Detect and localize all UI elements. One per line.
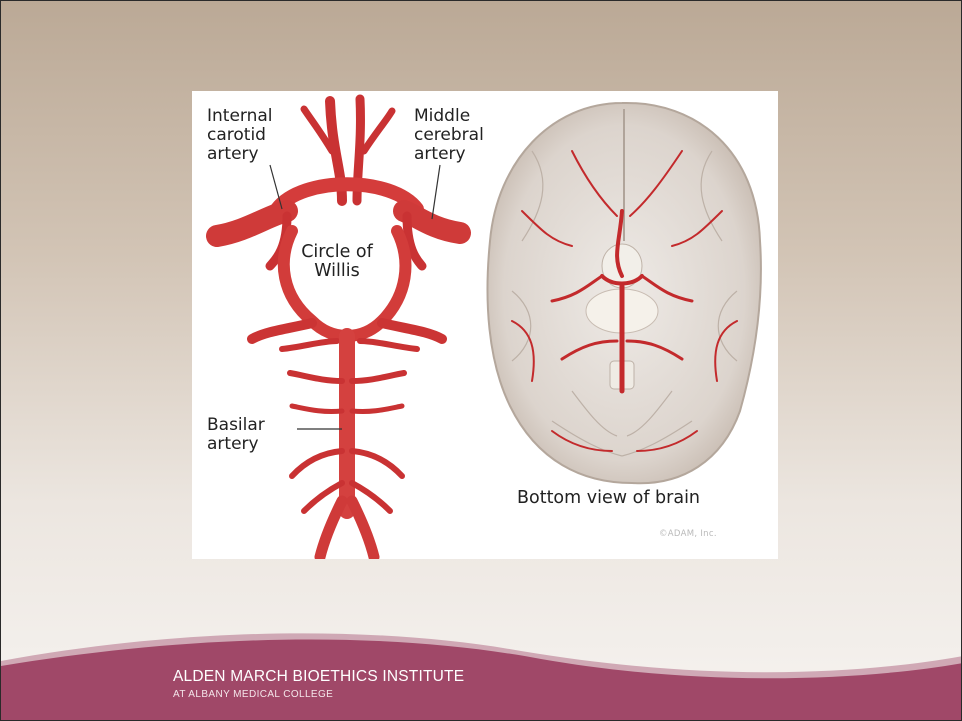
brain-bottom-view [487, 103, 760, 483]
label-middle-cerebral-artery: Middle cerebral artery [414, 107, 484, 164]
footer-wave [1, 621, 962, 721]
label-bottom-view-of-brain: Bottom view of brain [517, 489, 700, 508]
circle-of-willis-arteries [217, 99, 460, 557]
label-internal-carotid-artery: Internal carotid artery [207, 107, 273, 164]
institute-name: ALDEN MARCH BIOETHICS INSTITUTE [173, 668, 464, 686]
label-circle-of-willis: Circle of Willis [292, 243, 382, 281]
copyright-text: ©ADAM, Inc. [659, 525, 717, 544]
label-basilar-artery: Basilar artery [207, 416, 265, 454]
college-name: AT ALBANY MEDICAL COLLEGE [173, 689, 333, 700]
footer-band [1, 621, 962, 721]
circle-of-willis-figure: Internal carotid artery Middle cerebral … [192, 91, 778, 559]
